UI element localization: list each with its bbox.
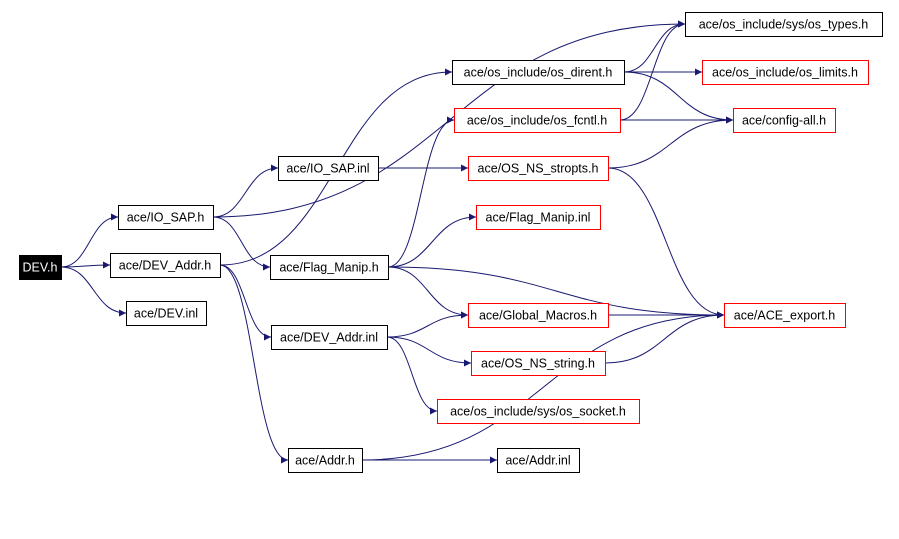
edge-dev_addr_h-to-dev_addr_inl (219, 264, 272, 341)
edge-dev_h-to-io_sap_h (60, 213, 119, 268)
node-label: ace/IO_SAP.h (127, 211, 205, 225)
edge-dev_addr_inl-to-os_ns_string_h (386, 336, 472, 367)
node-os-ns-stropts-h[interactable]: ace/OS_NS_stropts.h (468, 156, 609, 181)
edges-layer (60, 20, 734, 464)
node-global-macros-h[interactable]: ace/Global_Macros.h (468, 303, 609, 328)
node-box (471, 351, 606, 376)
edge-io_sap_h-to-flag_manip_h (212, 216, 271, 271)
node-os-fcntl-h[interactable]: ace/os_include/os_fcntl.h (454, 108, 621, 133)
node-label: ace/DEV.inl (134, 307, 198, 321)
node-os-limits-h[interactable]: ace/os_include/os_limits.h (702, 60, 869, 85)
node-label: ace/Global_Macros.h (479, 309, 597, 323)
node-io-sap-h[interactable]: ace/IO_SAP.h (118, 205, 214, 230)
node-ace-export-h[interactable]: ace/ACE_export.h (724, 303, 846, 328)
node-box (118, 205, 214, 230)
node-box (278, 156, 379, 181)
node-os-types-h[interactable]: ace/os_include/sys/os_types.h (685, 12, 883, 37)
node-box (110, 253, 221, 278)
node-dev-addr-inl[interactable]: ace/DEV_Addr.inl (271, 325, 388, 350)
node-addr-h[interactable]: ace/Addr.h (288, 448, 363, 473)
edge-dev_addr_inl-to-global_macros_h (386, 311, 469, 338)
node-label: ace/os_include/os_fcntl.h (467, 114, 607, 128)
edge-os_fcntl_h-to-os_types_h (619, 20, 686, 121)
node-addr-inl[interactable]: ace/Addr.inl (497, 448, 580, 473)
node-box (437, 399, 640, 424)
node-box (270, 255, 389, 280)
edge-os_ns_string_h-to-ace_export_h (604, 311, 725, 364)
node-label: ace/os_include/sys/os_types.h (699, 18, 869, 32)
node-label: ace/Flag_Manip.inl (486, 211, 591, 225)
node-box (733, 108, 836, 133)
node-config-all-h[interactable]: ace/config-all.h (733, 108, 836, 133)
edge-os_dirent_h-to-config_all_h (623, 71, 734, 124)
edge-os_ns_stropts_h-to-ace_export_h (607, 167, 725, 319)
node-dev-addr-h[interactable]: ace/DEV_Addr.h (110, 253, 221, 278)
node-label: ace/IO_SAP.inl (286, 162, 369, 176)
edge-io_sap_h-to-io_sap_inl (212, 164, 279, 218)
edge-dev_h-to-dev_addr_h (60, 261, 111, 269)
node-box (685, 12, 883, 37)
edge-dev_addr_inl-to-os_socket_h (386, 336, 438, 415)
edge-os_dirent_h-to-os_types_h (623, 20, 686, 73)
node-label: ace/Addr.inl (505, 454, 570, 468)
node-box (288, 448, 363, 473)
node-box (454, 108, 621, 133)
edge-addr_h-to-ace_export_h (361, 311, 725, 461)
edge-flag_manip_h-to-global_macros_h (387, 266, 469, 319)
node-label: ace/OS_NS_string.h (481, 357, 595, 371)
edge-dev_addr_h-to-addr_h (219, 264, 289, 464)
node-os-socket-h[interactable]: ace/os_include/sys/os_socket.h (437, 399, 640, 424)
node-box (468, 156, 609, 181)
node-dev-h[interactable]: DEV.h (19, 255, 62, 280)
node-label: ace/config-all.h (742, 114, 826, 128)
node-label: ace/OS_NS_stropts.h (478, 162, 599, 176)
edge-flag_manip_h-to-flag_manip_inl (387, 213, 477, 268)
node-os-dirent-h[interactable]: ace/os_include/os_dirent.h (452, 60, 625, 85)
node-label: ace/os_include/sys/os_socket.h (450, 405, 626, 419)
node-box (724, 303, 846, 328)
node-box (702, 60, 869, 85)
node-box (271, 325, 388, 350)
node-box (19, 255, 62, 280)
node-label: ace/os_include/os_dirent.h (464, 66, 613, 80)
node-box (452, 60, 625, 85)
nodes-layer: DEV.h ace/IO_SAP.h ace/DEV_Addr.h ace/DEV.i… (19, 12, 883, 473)
edge-dev_h-to-dev_inl (60, 266, 127, 317)
node-box (126, 301, 207, 326)
node-label: ace/DEV_Addr.h (119, 259, 211, 273)
node-box (468, 303, 609, 328)
node-label: ace/DEV_Addr.inl (280, 331, 378, 345)
node-label: DEV.h (23, 261, 58, 275)
node-io-sap-inl[interactable]: ace/IO_SAP.inl (278, 156, 379, 181)
node-label: ace/Flag_Manip.h (279, 261, 378, 275)
node-dev-inl[interactable]: ace/DEV.inl (126, 301, 207, 326)
edge-os_ns_stropts_h-to-config_all_h (607, 116, 734, 169)
edge-flag_manip_h-to-ace_export_h (387, 266, 725, 319)
node-flag-manip-h[interactable]: ace/Flag_Manip.h (270, 255, 389, 280)
node-label: ace/Addr.h (295, 454, 355, 468)
node-label: ace/os_include/os_limits.h (712, 66, 858, 80)
edge-flag_manip_h-to-os_fcntl_h (387, 116, 455, 268)
node-os-ns-string-h[interactable]: ace/OS_NS_string.h (471, 351, 606, 376)
node-flag-manip-inl[interactable]: ace/Flag_Manip.inl (476, 205, 601, 230)
node-box (476, 205, 601, 230)
node-box (497, 448, 580, 473)
node-label: ace/ACE_export.h (734, 309, 835, 323)
